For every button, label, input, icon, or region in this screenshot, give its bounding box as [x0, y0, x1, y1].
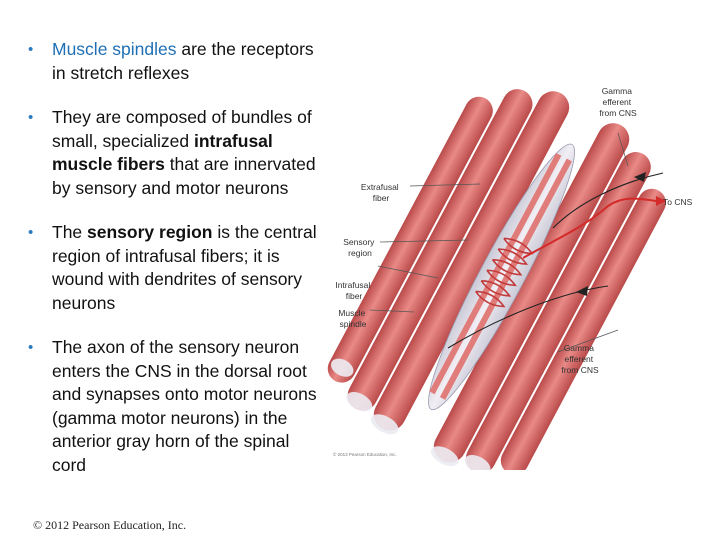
bullet-marker: • [28, 41, 34, 58]
bullet-item: • The sensory region is the central regio… [28, 221, 320, 315]
bullet-marker: • [28, 339, 34, 356]
gamma-efferent-nerves [447, 172, 664, 349]
label-extrafusal-fiber: Extrafusal fiber [361, 182, 401, 203]
bullet-text: sensory region [87, 222, 213, 242]
muscle-spindle-illustration: Gamma efferent from CNS Extrafusal fiber… [327, 86, 693, 475]
bullet-item: • The axon of the sensory neuron enters t… [28, 336, 320, 477]
label-sensory-region: Sensory region [343, 237, 377, 258]
bullet-item: • They are composed of bundles of small, … [28, 106, 320, 200]
figure-credit: © 2013 Pearson Education, Inc. [333, 451, 397, 457]
bullet-text: intrafusal muscle fibers [52, 130, 273, 175]
spindle-capsule [428, 143, 575, 411]
bullet-item: • Muscle spindles are the receptors in st… [28, 38, 320, 85]
bullet-marker: • [28, 109, 34, 126]
bullet-text: They are composed of bundles of small, s… [52, 107, 312, 151]
muscle-fibers [327, 89, 666, 475]
sensory-afferent-nerve [522, 197, 657, 259]
label-gamma-efferent-top: Gamma efferent from CNS [599, 86, 637, 118]
label-gamma-efferent-bottom: Gamma efferent from CNS [561, 343, 599, 375]
copyright-footer: © 2012 Pearson Education, Inc. [33, 518, 187, 532]
bullet-text: are the receptors in stretch reflexes [52, 39, 314, 83]
bullet-text: that are innervated by sensory and motor… [52, 154, 316, 198]
bullet-text: Muscle spindles [52, 39, 177, 59]
muscle-spindle-figure: Gamma efferent from CNS Extrafusal fiber… [318, 78, 718, 475]
label-to-cns: To CNS [663, 197, 693, 207]
label-intrafusal-fiber: Intrafusal fiber [335, 280, 372, 301]
bullet-list: • Muscle spindles are the receptors in st… [28, 38, 320, 498]
bullet-marker: • [28, 224, 34, 241]
bullet-text: The [52, 222, 88, 242]
bullet-text: The axon of the sensory neuron enters th… [52, 337, 317, 475]
label-muscle-spindle: Muscle spindle [338, 308, 367, 329]
bullet-text: is the central region of intrafusal fibe… [52, 222, 317, 313]
